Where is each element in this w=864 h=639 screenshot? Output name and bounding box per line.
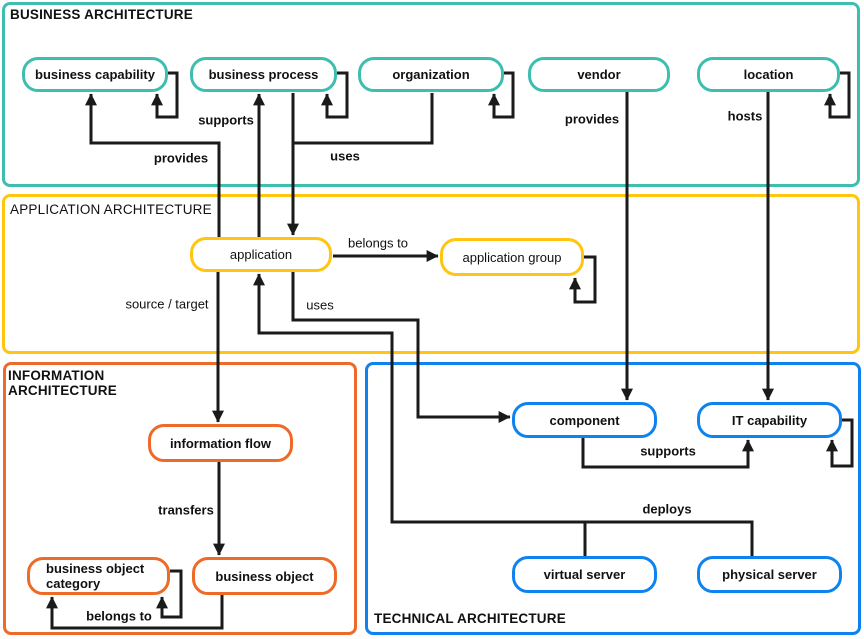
node-business-object: business object bbox=[192, 557, 337, 595]
edge-location-self-loop bbox=[824, 71, 851, 119]
edge-label-provides-business: provides bbox=[153, 150, 209, 166]
node-business-object-category: business object category bbox=[27, 557, 170, 595]
edge-it-capability-self-loop bbox=[826, 418, 854, 468]
edge-label-source-target: source / target bbox=[125, 296, 209, 312]
edge-label-belongs-to-application: belongs to bbox=[348, 235, 408, 251]
edge-belongs-to-business-object-to-category bbox=[46, 595, 224, 630]
node-business-process: business process bbox=[190, 57, 337, 92]
node-vendor: vendor bbox=[528, 57, 670, 92]
section-technical-architecture bbox=[365, 362, 861, 635]
edge-organization-self-loop bbox=[488, 71, 515, 119]
edge-label-deploys: deploys bbox=[642, 501, 692, 517]
node-business-capability: business capability bbox=[22, 57, 168, 92]
section-information-architecture bbox=[3, 362, 357, 635]
edge-label-belongs-to-information: belongs to bbox=[86, 608, 152, 624]
section-application-architecture bbox=[2, 194, 860, 354]
node-virtual-server: virtual server bbox=[512, 556, 657, 593]
edge-business-object-category-self-loop bbox=[156, 569, 183, 619]
edge-label-supports-business: supports bbox=[198, 112, 254, 128]
section-title-technical-architecture: TECHNICAL ARCHITECTURE bbox=[374, 611, 566, 626]
edge-uses-organization-branch bbox=[293, 93, 434, 145]
edge-application-group-self-loop bbox=[569, 255, 597, 304]
edge-business-process-self-loop bbox=[321, 71, 349, 119]
edge-label-uses-application: uses bbox=[306, 297, 334, 313]
edge-label-uses-business: uses bbox=[330, 148, 360, 164]
section-title-application-architecture: APPLICATION ARCHITECTURE bbox=[10, 202, 212, 217]
node-organization: organization bbox=[358, 57, 504, 92]
node-physical-server: physical server bbox=[697, 556, 842, 593]
edges-group bbox=[46, 71, 854, 630]
edge-business-capability-self-loop bbox=[151, 71, 179, 119]
edge-label-hosts: hosts bbox=[727, 108, 763, 124]
edge-label-provides-vendor: provides bbox=[564, 111, 620, 127]
node-it-capability: IT capability bbox=[697, 402, 842, 438]
node-application-group: application group bbox=[440, 238, 584, 276]
section-title-information-architecture: INFORMATION ARCHITECTURE bbox=[8, 368, 117, 398]
edge-uses-application-to-component bbox=[291, 272, 511, 423]
edge-provides-application-to-business-capability bbox=[85, 93, 221, 237]
node-component: component bbox=[512, 402, 657, 438]
edge-label-supports-technical: supports bbox=[640, 443, 696, 459]
section-title-business-architecture: BUSINESS ARCHITECTURE bbox=[10, 7, 193, 22]
edge-deploys-servers-to-application bbox=[253, 273, 754, 556]
edge-supports-component-to-it-capability bbox=[581, 438, 754, 469]
node-application: application bbox=[190, 237, 332, 272]
node-information-flow: information flow bbox=[148, 424, 293, 462]
node-location: location bbox=[697, 57, 840, 92]
edge-label-transfers: transfers bbox=[158, 502, 214, 518]
section-business-architecture bbox=[2, 2, 860, 187]
